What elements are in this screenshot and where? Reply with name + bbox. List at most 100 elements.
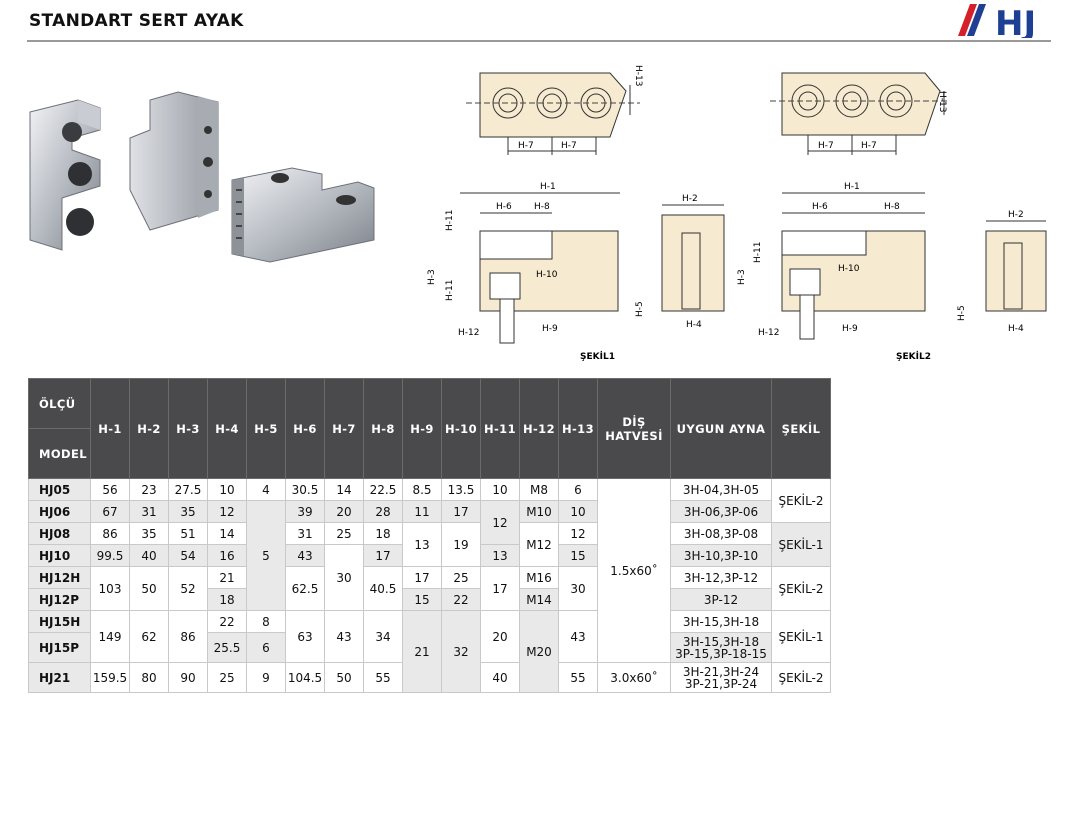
table-cell: 30 [324, 544, 364, 611]
model-cell: HJ12P [28, 588, 91, 611]
table-cell: 11 [402, 500, 442, 523]
table-cell: M12 [519, 522, 559, 567]
table-cell: ŞEKİL-2 [771, 566, 831, 611]
header-h12: H-12 [519, 378, 559, 479]
header-h8: H-8 [363, 378, 403, 479]
diagram-label: H-11 [445, 210, 455, 231]
table-cell: 17 [480, 566, 520, 611]
table-cell: 25 [324, 522, 364, 545]
model-cell: HJ21 [28, 662, 91, 693]
table-cell: 103 [90, 566, 130, 611]
header-divider [27, 40, 1051, 42]
table-cell: 67 [90, 500, 130, 523]
diagram-label: H-7 [861, 141, 877, 151]
table-cell: 55 [558, 662, 598, 693]
table-cell: ŞEKİL-2 [771, 478, 831, 523]
table-cell: 6 [558, 478, 598, 501]
diagram-label: H-6 [496, 202, 512, 212]
table-cell: 22 [207, 610, 247, 633]
table-cell: 56 [90, 478, 130, 501]
table-cell: 90 [168, 662, 208, 693]
table-cell: 22 [441, 588, 481, 611]
table-cell: M10 [519, 500, 559, 523]
diagram-label: H-11 [445, 280, 455, 301]
table-cell: 43 [285, 544, 325, 567]
diagram-label: H-7 [518, 141, 534, 151]
diagram-label: H-5 [957, 305, 967, 321]
table-cell: 54 [168, 544, 208, 567]
header-h6: H-6 [285, 378, 325, 479]
header-sekil: ŞEKİL [771, 378, 831, 479]
table-cell: 51 [168, 522, 208, 545]
diagram-label: H-13 [633, 65, 643, 86]
diagram-label: H-12 [758, 328, 779, 338]
table-cell: 19 [441, 522, 481, 567]
table-cell: 52 [168, 566, 208, 611]
table-cell: 12 [558, 522, 598, 545]
diagram-label: H-4 [686, 320, 702, 330]
dis-hatvesi-cell: 1.5x60˚ [597, 478, 671, 663]
table-cell: 22.5 [363, 478, 403, 501]
table-cell: 32 [441, 610, 481, 693]
table-cell: 4 [246, 478, 286, 501]
model-cell: HJ10 [28, 544, 91, 567]
model-cell: HJ12H [28, 566, 91, 589]
table-cell: M8 [519, 478, 559, 501]
header-h7: H-7 [324, 378, 364, 479]
table-cell: 15 [402, 588, 442, 611]
table-cell: 3H-10,3P-10 [670, 544, 772, 567]
diagram-label: H-1 [844, 182, 860, 192]
header-h4: H-4 [207, 378, 247, 479]
header-h9: H-9 [402, 378, 442, 479]
table-cell: 21 [402, 610, 442, 693]
diagram-label: H-4 [1008, 324, 1024, 334]
header-uygun-ayna: UYGUN AYNA [670, 378, 772, 479]
diagram-label: ŞEKİL1 [580, 351, 615, 362]
table-cell: 13.5 [441, 478, 481, 501]
table-cell: 17 [441, 500, 481, 523]
table-cell: 12 [207, 500, 247, 523]
table-cell: 159.5 [90, 662, 130, 693]
table-cell: 15 [558, 544, 598, 567]
table-cell: M14 [519, 588, 559, 611]
table-cell: M16 [519, 566, 559, 589]
table-cell: 3H-04,3H-05 [670, 478, 772, 501]
diagram-label: H-2 [682, 194, 698, 204]
table-cell: 9 [246, 662, 286, 693]
diagram-label: H-7 [561, 141, 577, 151]
table-cell: 3P-12 [670, 588, 772, 611]
product-photo [29, 91, 375, 263]
table-cell: 20 [480, 610, 520, 663]
table-cell: 3H-08,3P-08 [670, 522, 772, 545]
table-cell: 17 [402, 566, 442, 589]
table-cell: 25 [207, 662, 247, 693]
brand-logo: HJ [958, 4, 1036, 38]
table-cell: 40 [480, 662, 520, 693]
table-cell: 25 [441, 566, 481, 589]
table-cell: 40.5 [363, 566, 403, 611]
table-cell: 10 [480, 478, 520, 501]
header-h2: H-2 [129, 378, 169, 479]
header-olcu: ÖLÇÜ [28, 378, 91, 429]
diagram-label: H-9 [542, 324, 558, 334]
table-cell: 39 [285, 500, 325, 523]
technical-drawing: H-7 H-7 H-13 H-7 H-7 H-13 H-1 H-6 H-8 H-… [427, 65, 1047, 362]
table-cell: 13 [480, 544, 520, 567]
header-model: MODEL [28, 428, 91, 479]
table-cell: 23 [129, 478, 169, 501]
table-cell: 35 [129, 522, 169, 545]
table-cell: 18 [207, 588, 247, 611]
table-cell: 104.5 [285, 662, 325, 693]
diagram-label: H-9 [842, 324, 858, 334]
table-cell: ŞEKİL-2 [771, 662, 831, 693]
diagram-label: H-7 [818, 141, 834, 151]
table-cell: 86 [90, 522, 130, 545]
table-cell: 62 [129, 610, 169, 663]
table-cell: 28 [363, 500, 403, 523]
